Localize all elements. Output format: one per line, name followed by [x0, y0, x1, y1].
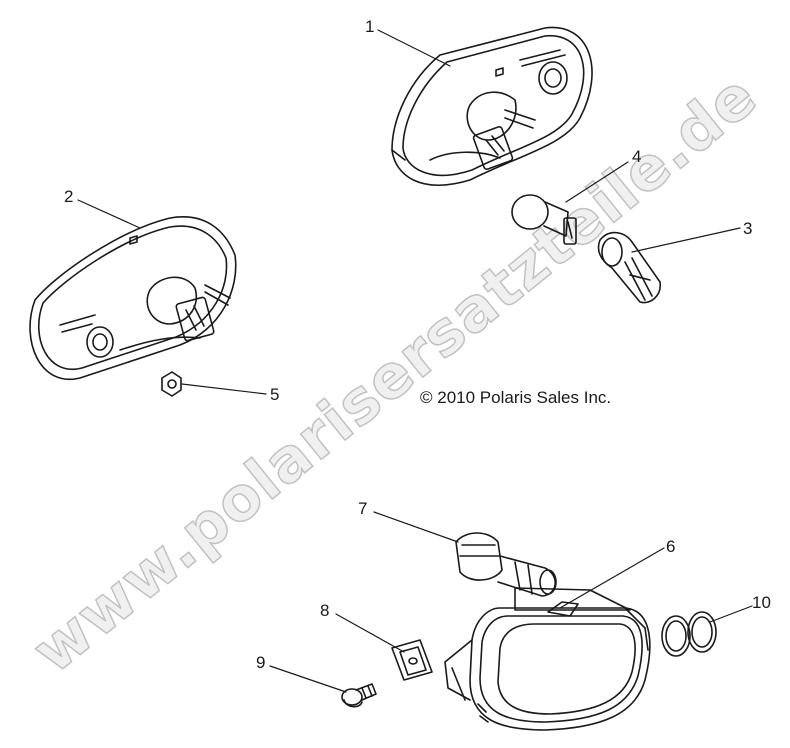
callout-8: 8	[320, 601, 329, 620]
callout-4: 4	[632, 147, 641, 166]
callout-6: 6	[666, 537, 675, 556]
leader-line-8	[335, 613, 405, 653]
taillight-housing-upper	[391, 26, 593, 186]
taillight-bulb	[511, 194, 577, 245]
screw	[341, 683, 377, 708]
nut	[161, 371, 182, 397]
leader-line-9	[269, 665, 347, 693]
leader-line-5	[181, 383, 267, 395]
copyright-notice: © 2010 Polaris Sales Inc.	[420, 388, 612, 407]
callout-3: 3	[743, 219, 752, 238]
speed-nut-clip	[391, 639, 433, 681]
callout-2: 2	[64, 187, 73, 206]
leader-line-6	[559, 547, 665, 609]
leader-line-2	[77, 199, 141, 229]
leader-line-4	[565, 161, 629, 203]
leader-line-7	[373, 511, 459, 543]
bulb-socket	[597, 231, 661, 304]
callout-labels: 1 2 3 4 5 6 7 8 9 10	[64, 17, 771, 672]
callout-1: 1	[365, 17, 374, 36]
taillight-housing-lower	[29, 216, 237, 381]
leader-line-1	[377, 29, 451, 67]
callout-9: 9	[256, 653, 265, 672]
callout-5: 5	[270, 385, 279, 404]
callout-7: 7	[358, 499, 367, 518]
callout-10: 10	[752, 593, 771, 612]
headlight-assembly	[444, 587, 651, 731]
leader-line-10	[709, 605, 753, 623]
leader-lines	[77, 29, 753, 693]
leader-line-3	[631, 227, 741, 253]
headlight-bulb	[455, 532, 557, 597]
o-ring-seal	[661, 611, 717, 657]
